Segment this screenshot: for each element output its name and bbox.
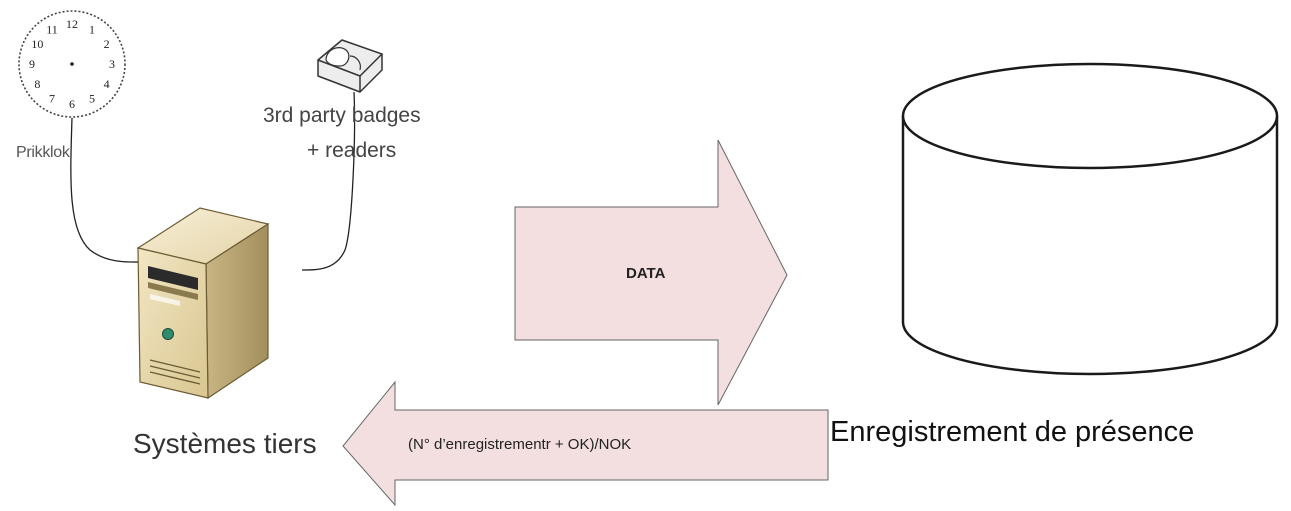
clock-numeral: 11 [46, 22, 58, 36]
power-button-icon [162, 328, 174, 340]
database-icon [901, 62, 1279, 376]
response-flow-label: (N° d’enregistrementr + OK)/NOK [408, 436, 632, 453]
badge-reader-label-line2: + readers [307, 139, 397, 162]
clock-numeral: 2 [104, 37, 110, 51]
clock-numeral: 1 [89, 22, 95, 36]
clock-cable [70, 117, 147, 263]
badge-reader-label-line1: 3rd party badges [263, 104, 421, 127]
badge-reader-cable [301, 91, 356, 271]
clock-numeral: 10 [31, 37, 43, 51]
clock-numeral: 7 [49, 92, 55, 106]
clock-numeral: 4 [104, 77, 110, 91]
database-label: Enregistrement de présence [830, 416, 1195, 448]
server-icon [136, 207, 270, 400]
badge-reader-icon [317, 39, 383, 93]
clock-numeral: 9 [29, 57, 35, 71]
data-arrow [514, 139, 788, 406]
clock-label: Prikklok [16, 144, 70, 161]
clock-numeral: 8 [34, 77, 40, 91]
clock-numeral: 5 [89, 92, 95, 106]
clock-numeral: 12 [66, 17, 78, 31]
server-label: Systèmes tiers [133, 428, 317, 459]
response-arrow [342, 380, 829, 507]
clock-numeral: 6 [69, 97, 75, 111]
clock-numeral: 3 [109, 57, 115, 71]
data-flow-label: DATA [626, 265, 666, 282]
